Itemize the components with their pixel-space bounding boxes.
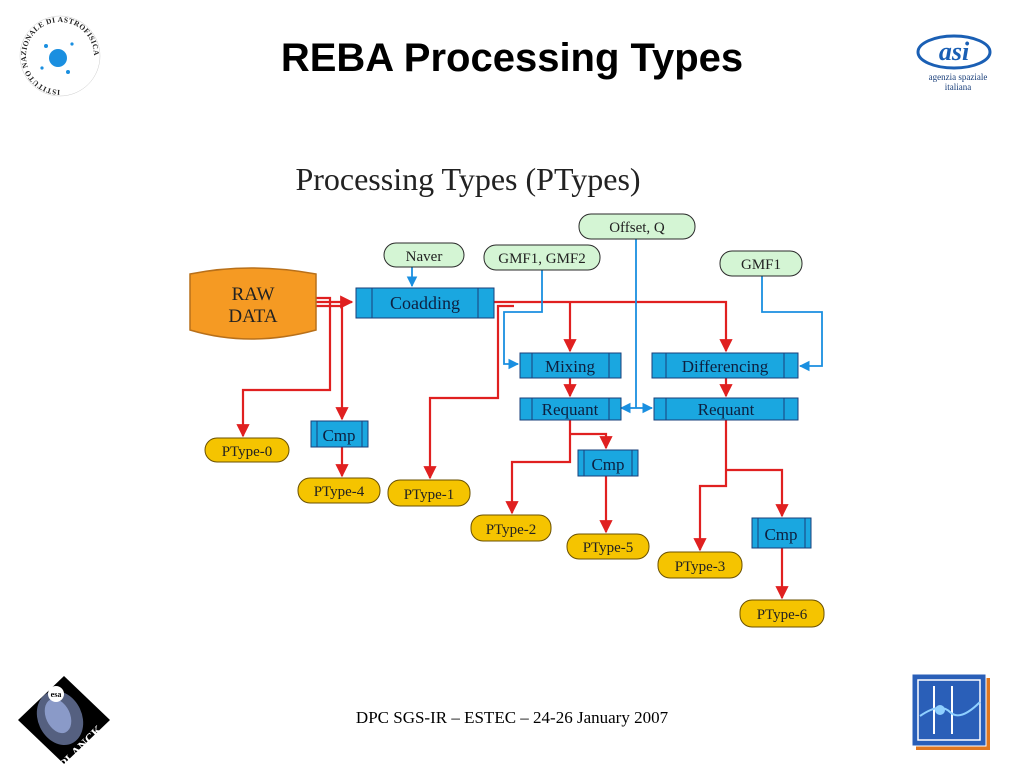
slide-footer: DPC SGS-IR – ESTEC – 24-26 January 2007: [355, 708, 669, 727]
param-flow-connectors: [406, 238, 823, 414]
svg-text:Differencing: Differencing: [682, 357, 769, 376]
svg-text:Cmp: Cmp: [764, 525, 797, 544]
output-ptype5: PType-5: [566, 533, 650, 560]
process-cmp-left: Cmp: [310, 420, 369, 448]
raw-data-line2: DATA: [228, 306, 277, 327]
param-nodes: Naver GMF1, GMF2 Offset, Q GMF1: [383, 213, 803, 277]
flow-coadding-bus: [494, 300, 733, 353]
planck-logo: esa PLANCK: [18, 676, 110, 768]
svg-text:PType-1: PType-1: [404, 487, 455, 503]
svg-text:PType-5: PType-5: [583, 540, 634, 556]
svg-text:PType-0: PType-0: [222, 444, 273, 460]
process-cmp-right: Cmp: [751, 517, 812, 549]
svg-text:Offset, Q: Offset, Q: [609, 220, 665, 236]
output-nodes: PType-0 PType-4 PType-1 PType-2 PType-5 …: [204, 437, 825, 628]
svg-text:Cmp: Cmp: [591, 455, 624, 474]
svg-text:Naver: Naver: [406, 249, 443, 265]
process-differencing: Differencing: [651, 352, 799, 379]
param-offset-q: Offset, Q: [578, 213, 696, 240]
process-coadding: Coadding: [355, 287, 495, 319]
corner-logo: [911, 673, 990, 750]
output-ptype1: PType-1: [387, 479, 471, 507]
svg-text:Coadding: Coadding: [390, 293, 460, 313]
process-mixing: Mixing: [519, 352, 622, 379]
raw-data-source: RAW DATA: [189, 267, 317, 340]
output-ptype2: PType-2: [470, 514, 552, 542]
asi-line1: agenzia spaziale: [929, 72, 988, 82]
process-nodes: Coadding Mixing Differencing Requant Req…: [310, 287, 812, 549]
svg-text:PType-4: PType-4: [314, 484, 365, 500]
flow-requant-cmpmid: [570, 432, 613, 450]
svg-text:Cmp: Cmp: [322, 426, 355, 445]
planck-badge: esa: [51, 690, 62, 699]
param-naver: Naver: [383, 242, 465, 268]
flow-requant-ptype2: [505, 420, 572, 515]
svg-text:PType-6: PType-6: [757, 607, 808, 623]
output-ptype3: PType-3: [657, 551, 743, 579]
asi-line2: italiana: [945, 82, 972, 92]
flow-requant-cmpright: [726, 468, 789, 518]
flow-raw-cmp: [316, 304, 349, 421]
svg-text:PType-2: PType-2: [486, 522, 537, 538]
raw-data-line1: RAW: [232, 284, 275, 305]
param-gmf1-diff: [761, 276, 823, 372]
slide-title: REBA Processing Types: [280, 36, 744, 80]
svg-text:GMF1, GMF2: GMF1, GMF2: [498, 251, 586, 267]
flow-coadding-ptype1: [423, 304, 514, 480]
asi-mark: asi: [939, 37, 970, 66]
param-gmf12-mixing: [503, 270, 543, 370]
diagram-title: Processing Types (PTypes): [295, 161, 640, 197]
svg-text:Requant: Requant: [542, 400, 599, 419]
flow-raw-ptype0: [236, 296, 332, 438]
svg-text:GMF1: GMF1: [741, 257, 781, 273]
process-requant-right: Requant: [653, 397, 799, 421]
svg-text:Mixing: Mixing: [545, 357, 596, 376]
output-ptype0: PType-0: [204, 437, 290, 463]
data-flow-connectors: [236, 295, 789, 600]
svg-text:Requant: Requant: [698, 400, 755, 419]
asi-logo: asi agenzia spaziale italiana: [916, 34, 992, 92]
inaf-logo: ISTITUTO NAZIONALE DI ASTROFISICA: [19, 15, 101, 97]
process-cmp-mid: Cmp: [577, 449, 639, 477]
param-gmf1: GMF1: [719, 250, 803, 277]
flow-requant-ptype3: [693, 420, 728, 552]
process-requant-left: Requant: [519, 397, 622, 421]
output-ptype4: PType-4: [297, 477, 381, 504]
svg-text:PType-3: PType-3: [675, 559, 726, 575]
param-gmf12: GMF1, GMF2: [483, 244, 601, 271]
output-ptype6: PType-6: [739, 599, 825, 628]
